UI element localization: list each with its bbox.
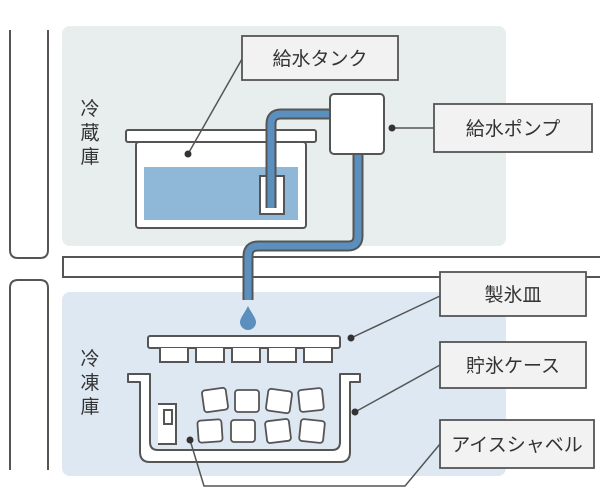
callout-water-pump: 給水ポンプ <box>433 103 593 153</box>
ice-scoop-label: アイスシャベル <box>451 434 582 456</box>
ice-cube <box>196 418 224 444</box>
ice-tray-cell <box>267 348 297 363</box>
ice-cube <box>230 419 256 443</box>
ice-tray-cell <box>159 348 189 363</box>
leader-water-tank <box>187 58 243 155</box>
fridge-label: 冷 蔵 庫 <box>80 98 99 168</box>
freezer-wall-outline <box>9 279 49 470</box>
ice-bin-label: 貯氷ケース <box>466 355 560 377</box>
fridge-label-char: 蔵 <box>80 122 99 144</box>
water-tank-label: 給水タンク <box>272 48 367 70</box>
fridge-label-char: 冷 <box>80 98 99 120</box>
freezer-label-char: 凍 <box>80 372 99 394</box>
leader-dot <box>186 436 194 444</box>
callout-box <box>433 103 593 153</box>
callout-box <box>439 341 587 389</box>
leader-lines <box>187 58 441 487</box>
ice-tray-cell <box>195 348 225 363</box>
callout-ice-tray: 製氷皿 <box>439 271 587 317</box>
ice-cube <box>234 389 260 413</box>
leader-dots <box>184 124 396 444</box>
ice-cube <box>265 387 293 415</box>
callout-box <box>241 35 399 81</box>
ice-cube <box>201 386 229 414</box>
fridge-label-char: 庫 <box>80 146 99 168</box>
ice-cube <box>298 418 326 444</box>
callout-box <box>439 419 595 469</box>
ice-scoop <box>158 403 177 445</box>
ice-cubes <box>196 386 326 444</box>
freezer-label: 冷 凍 庫 <box>80 348 99 418</box>
callout-box <box>439 271 587 317</box>
callout-water-tank: 給水タンク <box>241 35 399 81</box>
leader-dot <box>184 150 192 158</box>
leader-ice-scoop <box>189 439 441 487</box>
ice-tray-rim <box>147 335 341 349</box>
water-pump-label: 給水ポンプ <box>466 118 560 140</box>
ice-tray-cell <box>231 348 261 363</box>
fridge-wall-outline <box>9 30 49 259</box>
leader-ice-tray <box>350 295 441 339</box>
leader-dot <box>388 124 396 132</box>
leader-dot <box>351 408 359 416</box>
water-pump <box>329 93 385 155</box>
water-tank-lid <box>125 129 317 143</box>
water-droplet <box>240 306 256 330</box>
freezer-label-char: 庫 <box>80 396 99 418</box>
callout-ice-bin: 貯氷ケース <box>439 341 587 389</box>
ice-cube <box>297 387 325 413</box>
water-pipe <box>244 110 362 300</box>
leader-ice-bin <box>354 364 441 413</box>
water-tank <box>125 129 317 229</box>
callout-ice-scoop: アイスシャベル <box>439 419 595 469</box>
leader-dot <box>347 334 355 342</box>
ice-tray-label: 製氷皿 <box>484 284 541 306</box>
ice-tray-cell <box>303 348 333 363</box>
freezer-label-char: 冷 <box>80 348 99 370</box>
ice-cube <box>264 418 292 444</box>
ice-bin <box>127 373 361 463</box>
ice-tray <box>147 335 341 363</box>
